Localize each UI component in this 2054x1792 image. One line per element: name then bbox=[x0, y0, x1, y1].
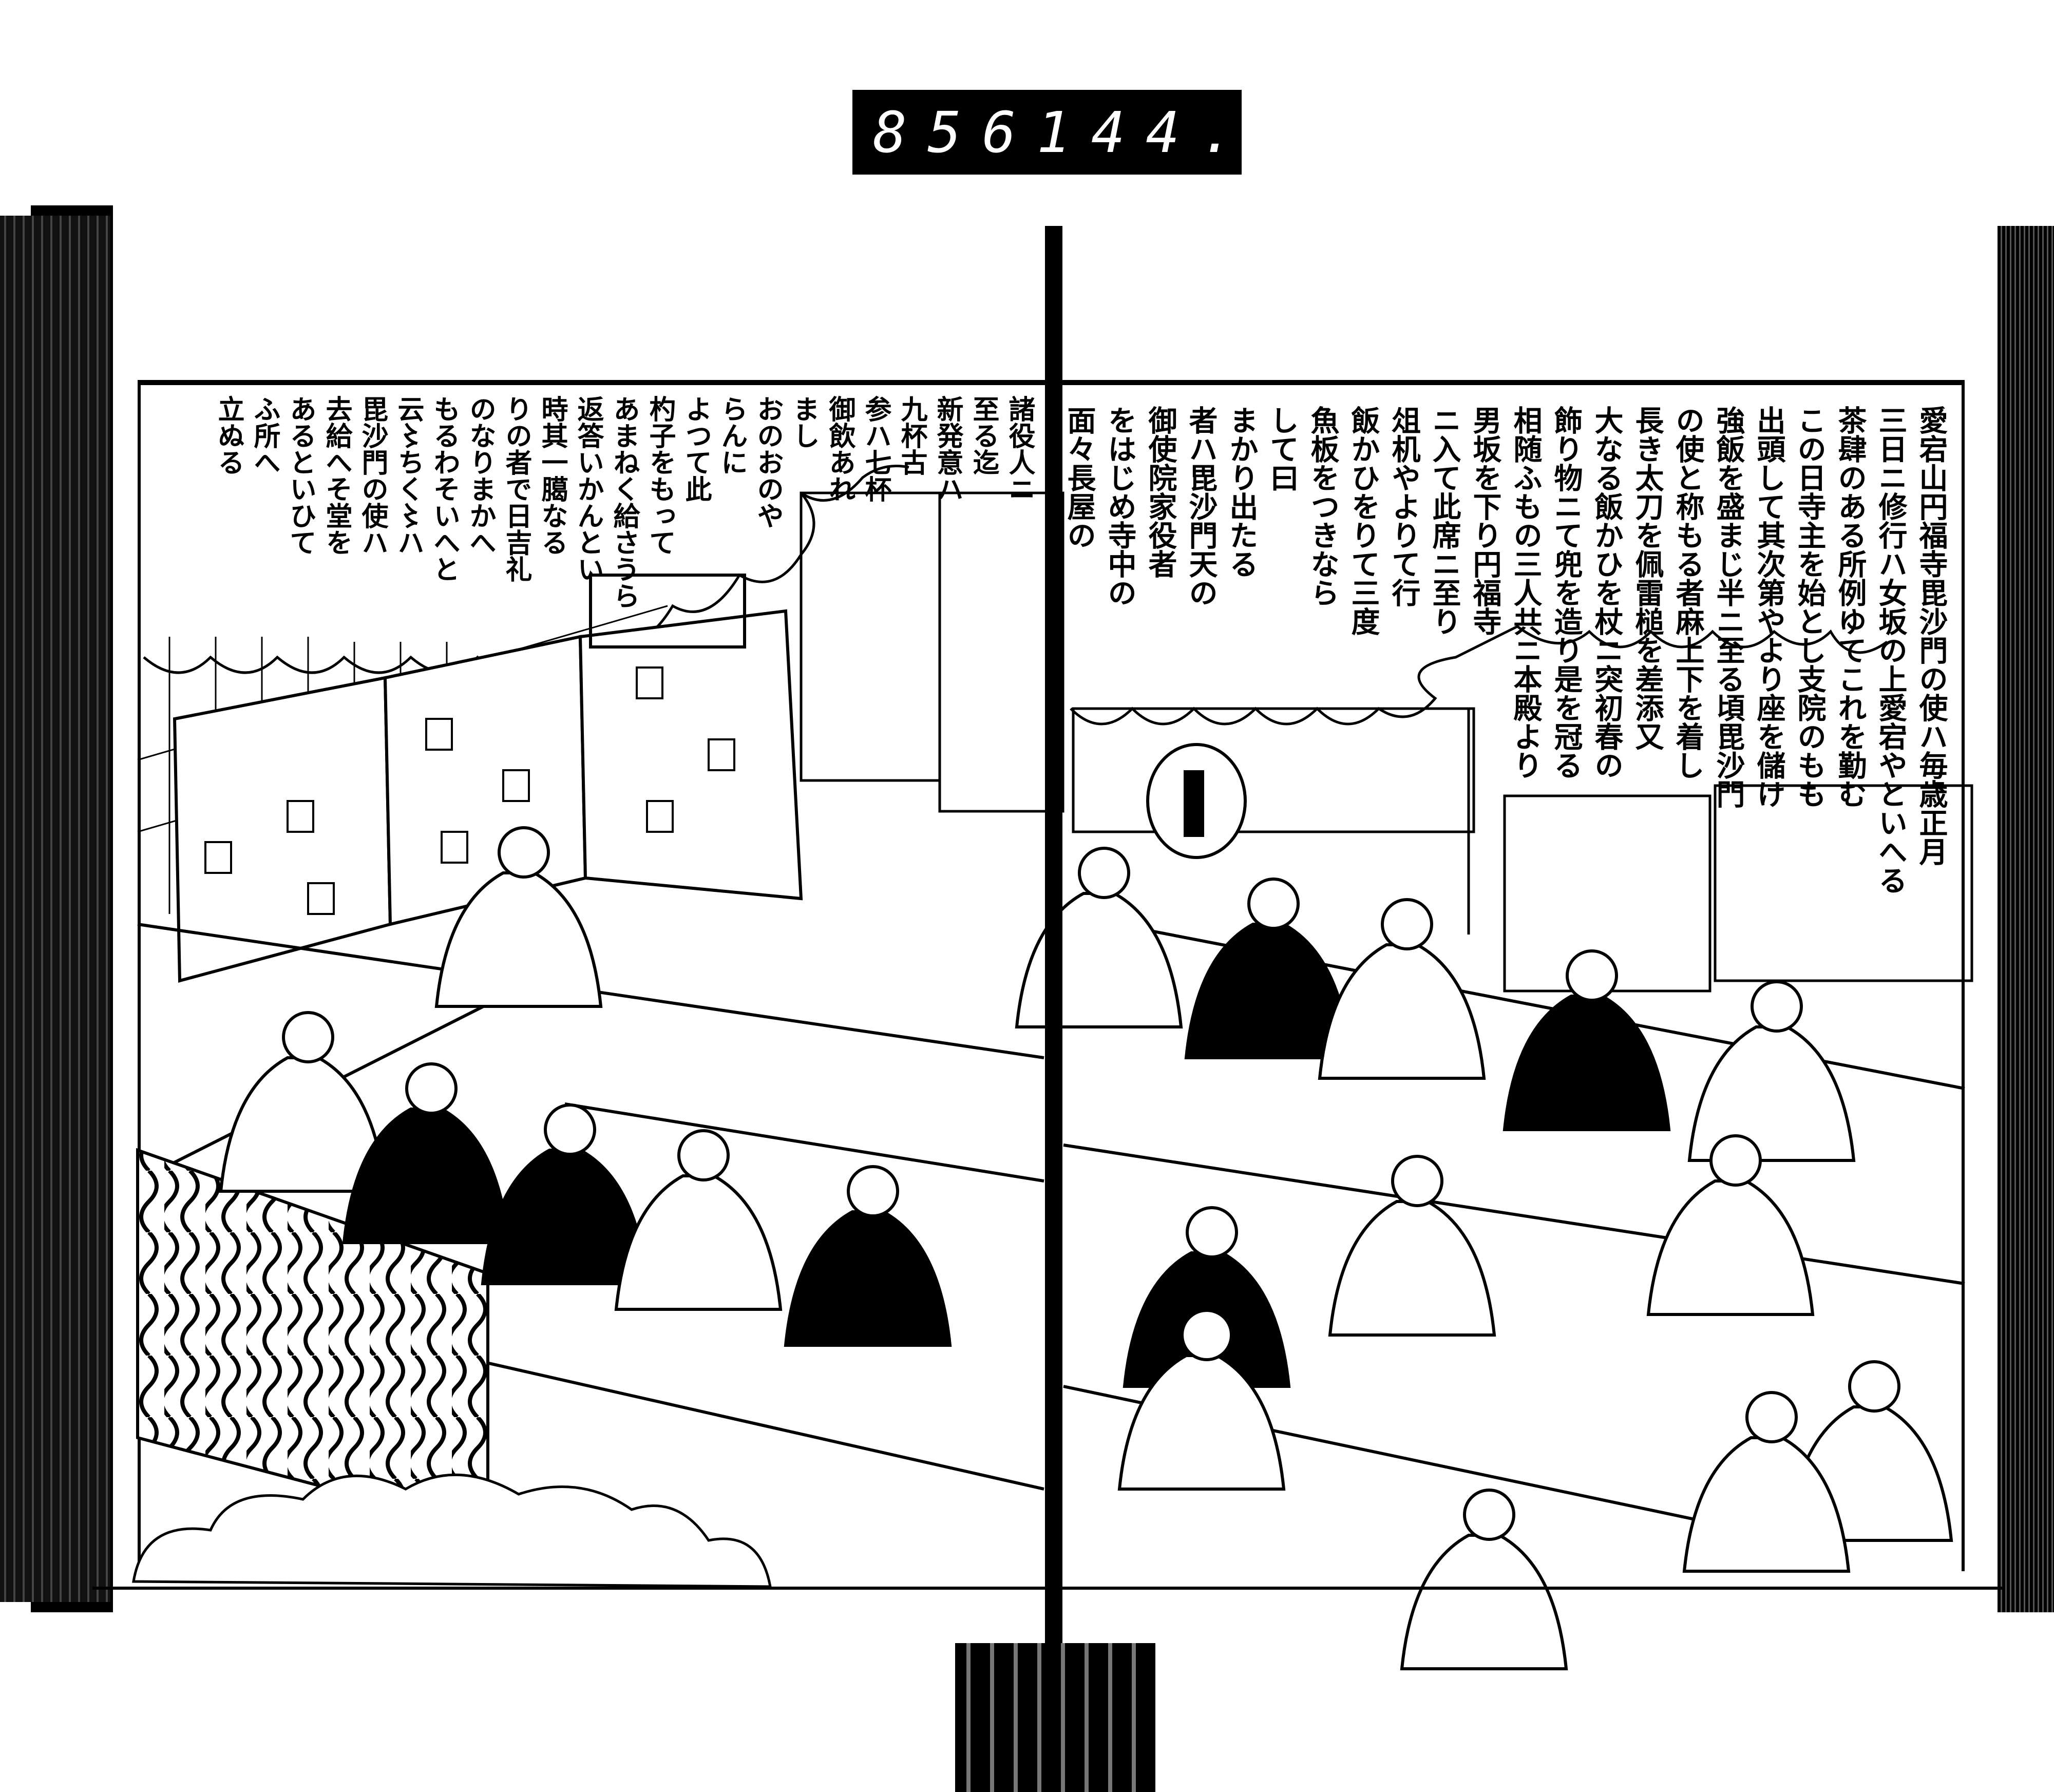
text-column: あまねく給さうら bbox=[608, 395, 640, 609]
text-column: まし bbox=[788, 395, 820, 449]
monk-figure bbox=[1687, 980, 1856, 1162]
text-column: 愛宕山円福寺毘沙門の使ハ毎歳正月 bbox=[1914, 406, 1948, 866]
monk-figure bbox=[219, 1011, 387, 1193]
book-page-stack-left bbox=[0, 216, 110, 1602]
text-column: あるといひて bbox=[285, 395, 316, 556]
text-column: のなりまかへ bbox=[465, 395, 496, 556]
text-column: 時其一臈なる bbox=[537, 395, 568, 556]
text-column: の使と称もる者麻上下を着し bbox=[1671, 406, 1705, 779]
text-column: 御飲あれ bbox=[824, 395, 855, 502]
right-page-text: 愛宕山円福寺毘沙門の使ハ毎歳正月三日ニ修行ハ女坂の上愛宕やといへる茶肆のある所例… bbox=[1062, 406, 1951, 894]
text-column: 毘沙門の使ハ bbox=[357, 395, 388, 556]
monk-figure bbox=[1503, 949, 1671, 1131]
monk-figure bbox=[1682, 1391, 1851, 1573]
cloud-bottom bbox=[132, 1473, 772, 1588]
monk-figure bbox=[1117, 1309, 1286, 1491]
incense-burner bbox=[1146, 743, 1247, 859]
text-column: 俎机やよりて行 bbox=[1387, 406, 1421, 607]
text-column: もるわそいへと bbox=[429, 395, 460, 582]
text-column: 面々長屋の bbox=[1062, 406, 1096, 549]
text-column: 飯かひをりて三度 bbox=[1346, 406, 1380, 636]
text-column: 茶肆のある所例ゆてこれを勤む bbox=[1833, 406, 1867, 808]
left-page-text: 諸役人ニ至る迄新発意ハ九杯古参ハ七杯御飲あれましおのおのやらんによつて此杓子をも… bbox=[154, 395, 1037, 755]
monk-figure bbox=[1318, 898, 1486, 1080]
folding-screen bbox=[173, 574, 803, 983]
text-column: をはじめ寺中の bbox=[1103, 406, 1137, 607]
text-column: して曰 bbox=[1265, 406, 1299, 492]
text-column: おのおのや bbox=[752, 395, 784, 529]
scan-label-volume: 856 bbox=[873, 99, 1037, 165]
monk-figure bbox=[1184, 878, 1353, 1059]
text-column: 新発意ハ bbox=[932, 395, 963, 502]
text-column: 大なる飯かひを杖ニ突初春の bbox=[1590, 406, 1624, 779]
scan-label: 856 144. bbox=[852, 90, 1242, 175]
text-column: 至る迄 bbox=[968, 395, 999, 475]
text-column: 出頭して其次第やより座を儲け bbox=[1752, 406, 1786, 808]
book-spine bbox=[1045, 226, 1062, 1715]
text-column: 九杯古 bbox=[896, 395, 927, 475]
text-column: 去給へそ堂を bbox=[321, 395, 352, 556]
text-column: よつて此 bbox=[680, 395, 712, 502]
text-column: りの者で日吉礼 bbox=[501, 395, 532, 582]
monk-figure bbox=[1015, 847, 1183, 1028]
monk-figure bbox=[614, 1129, 783, 1311]
text-column: 長き太刀を佩雷槌を差添又 bbox=[1630, 406, 1664, 751]
text-column: 強飯を盛まじ半ニ至る頃毘沙門 bbox=[1711, 406, 1745, 808]
text-column: 参ハ七杯 bbox=[860, 395, 891, 502]
monk-figure bbox=[342, 1062, 510, 1244]
text-column: 立ぬる bbox=[213, 395, 244, 475]
monk-figure bbox=[481, 1103, 649, 1285]
monk-figure bbox=[434, 826, 603, 1008]
text-column: 返答いかんとい bbox=[573, 395, 604, 582]
monk-figure bbox=[784, 1165, 952, 1347]
monk-figure bbox=[1646, 1134, 1815, 1316]
text-column: 者ハ毘沙門天の bbox=[1184, 406, 1218, 607]
text-column: らんに bbox=[716, 395, 748, 475]
screen-panels bbox=[204, 666, 735, 915]
text-column: 云〻ちく〻ハ bbox=[393, 395, 424, 556]
text-column: 魚板をつきなら bbox=[1306, 406, 1340, 607]
scan-label-page: 144. bbox=[1036, 99, 1255, 165]
text-column: ニ入て此席ニ至り bbox=[1428, 406, 1461, 636]
text-column: 諸役人ニ bbox=[1004, 395, 1035, 502]
figures-group bbox=[219, 826, 1953, 1670]
text-column: 相随ふもの三人共ニ本殿より bbox=[1509, 406, 1543, 779]
text-column: まかり出たる bbox=[1225, 406, 1259, 578]
text-column: 杓子をもって bbox=[644, 395, 676, 556]
text-column: 飾り物ニて兜を造り是を冠る bbox=[1549, 406, 1583, 779]
text-column: 三日ニ修行ハ女坂の上愛宕やといへる bbox=[1874, 406, 1908, 894]
text-column: 男坂を下り円福寺 bbox=[1468, 406, 1502, 636]
scan-binding-shadow bbox=[955, 1643, 1155, 1792]
monk-figure bbox=[1400, 1489, 1568, 1670]
text-column: この日寺主を始とし支院のもも bbox=[1793, 406, 1827, 808]
monk-figure bbox=[1328, 1155, 1496, 1337]
text-column: 御使院家役者 bbox=[1144, 406, 1177, 578]
book-page-stack-right bbox=[1998, 226, 2054, 1612]
page-bottom-rule bbox=[92, 1587, 2003, 1590]
text-column: ふ所へ bbox=[249, 395, 280, 475]
text-cloud-right bbox=[1070, 625, 1888, 726]
